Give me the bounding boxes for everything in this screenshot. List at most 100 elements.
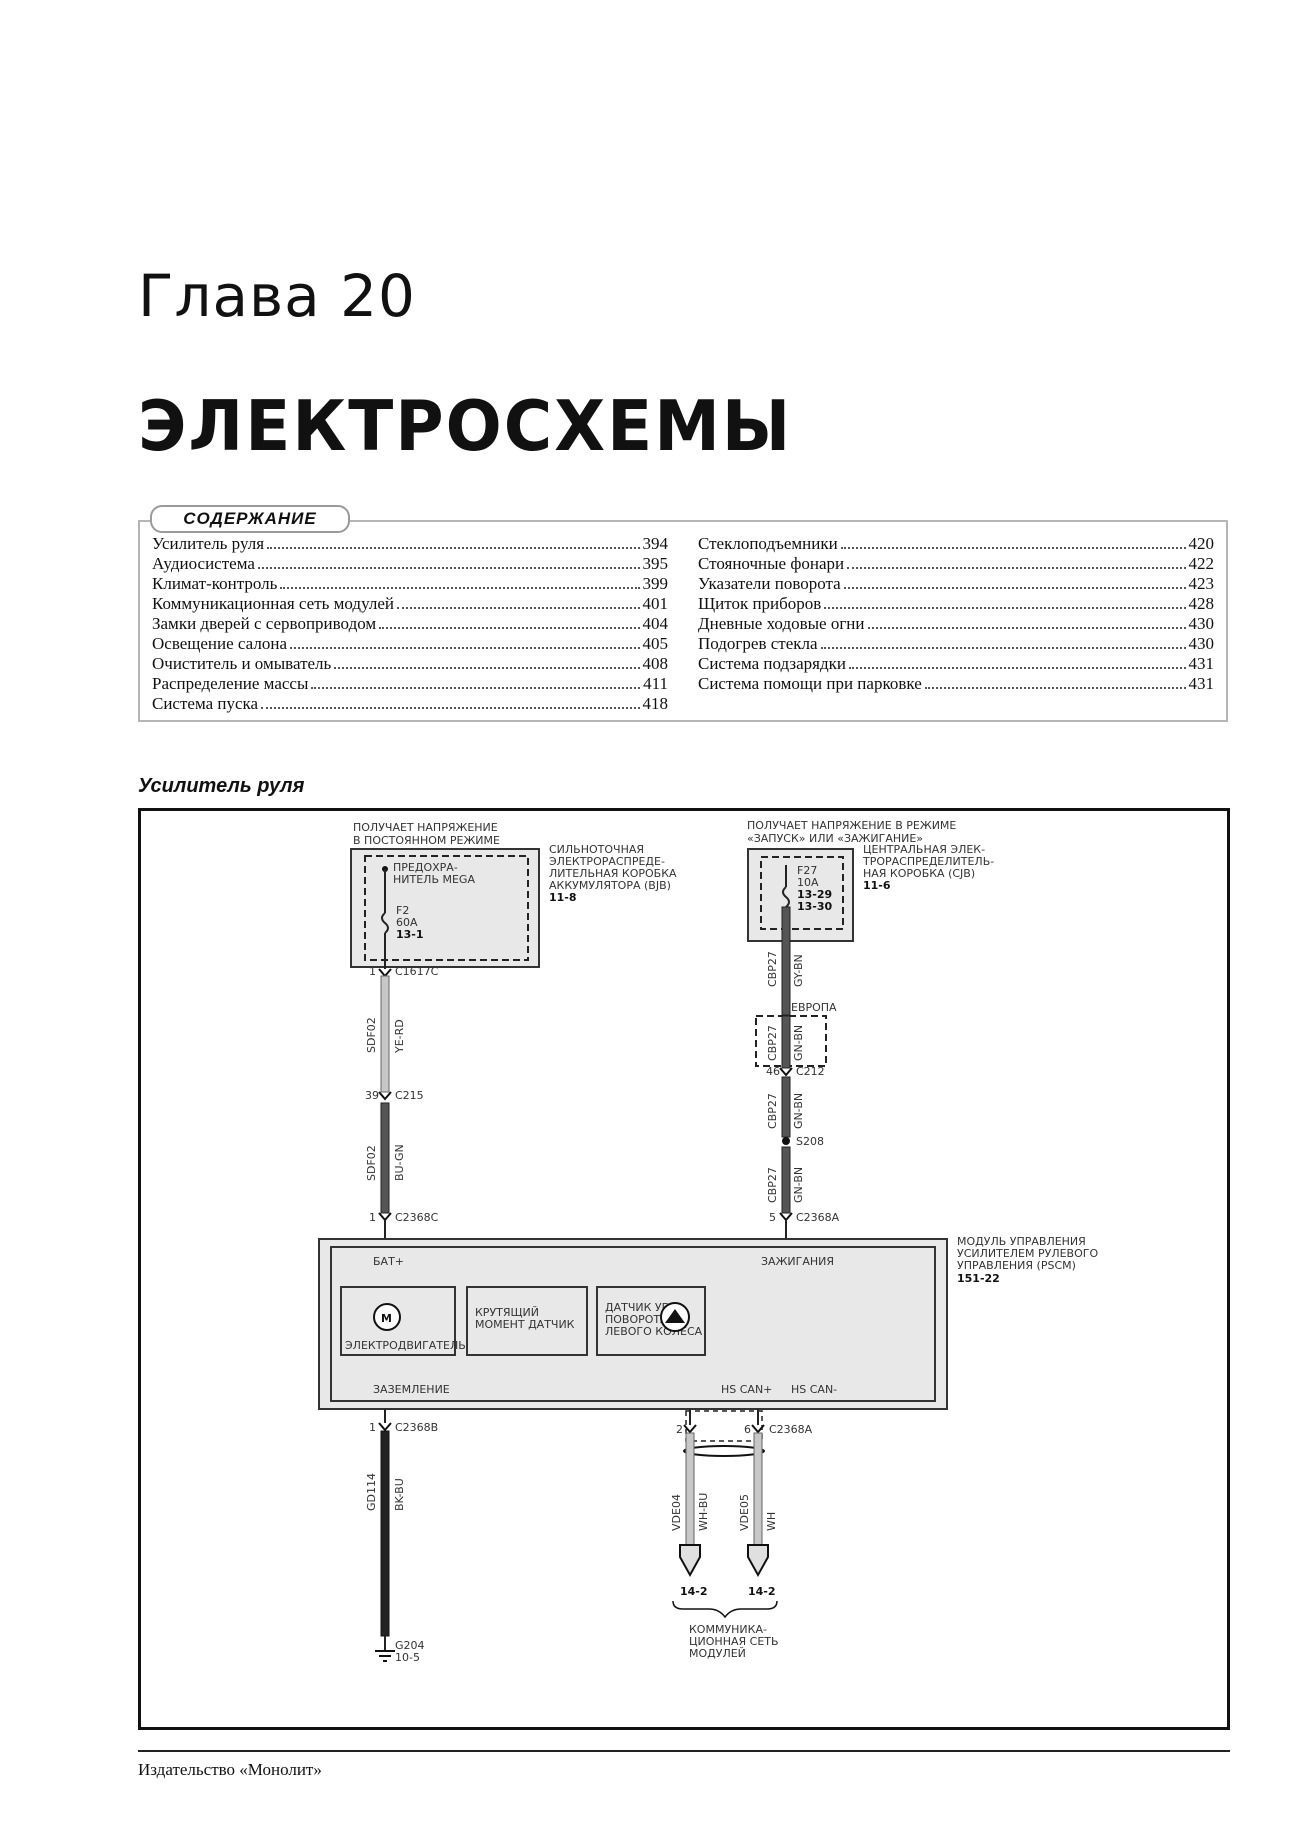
connector-icon <box>683 1424 697 1434</box>
toc-item-label: Система пуска <box>152 694 259 713</box>
toc-item[interactable]: Система подзарядки 431 <box>698 654 1214 674</box>
toc-leader <box>290 647 640 649</box>
f2-amp: 60A <box>396 916 418 929</box>
toc-leader <box>334 667 640 669</box>
toc-leader <box>848 667 1186 669</box>
toc-item-label: Система подзарядки <box>698 654 846 673</box>
c2368a-top-pin: 5 <box>769 1211 776 1224</box>
hs-can-minus-label: HS CAN- <box>791 1383 837 1396</box>
toc-item-page: 394 <box>642 534 669 553</box>
connector-icon <box>779 1212 793 1222</box>
toc-leader <box>379 627 640 629</box>
cjb-label-3: НАЯ КОРОБКА (CJB) <box>863 867 975 880</box>
section-heading: Усилитель руля <box>138 775 305 797</box>
c1617c-label: C1617C <box>395 965 439 978</box>
cbp27-a: CBP27 <box>766 951 779 987</box>
sensor-label-2: ПОВОРОТА <box>605 1313 668 1326</box>
toc-item-page: 431 <box>1188 654 1215 673</box>
c2368a-top-label: C2368A <box>796 1211 840 1224</box>
wiring-diagram-canvas: ПОЛУЧАЕТ НАПРЯЖЕНИЕ В ПОСТОЯННОМ РЕЖИМЕ … <box>318 819 1098 1664</box>
wire-gy-bn <box>781 906 791 1016</box>
toc-item[interactable]: Освещение салона 405 <box>152 634 668 654</box>
toc-item-label: Распределение массы <box>152 674 309 693</box>
gy-bn-label: GY-BN <box>792 954 805 987</box>
wire-gn-bn-b <box>781 1076 791 1138</box>
toc-item-page: 422 <box>1188 554 1215 573</box>
motor-label: ЭЛЕКТРОДВИГАТЕЛЬ <box>345 1339 466 1352</box>
c2368b-pin: 1 <box>369 1421 376 1434</box>
wire-wh-bu <box>685 1432 695 1546</box>
c212-label: C212 <box>796 1065 825 1078</box>
wh-label: WH <box>765 1512 778 1531</box>
cjb-box <box>747 848 854 942</box>
toc-item-page: 430 <box>1188 634 1215 653</box>
motor-icon <box>373 1303 401 1331</box>
toc-leader <box>257 567 640 569</box>
bat-label: БАТ+ <box>373 1255 404 1268</box>
g204-label: G204 <box>395 1639 425 1652</box>
cjb-label-2: ТРОРАСПРЕДЕЛИТЕЛЬ- <box>862 855 994 868</box>
ignition-label: ЗАЖИГАНИЯ <box>761 1255 834 1268</box>
bjb-box <box>350 848 540 968</box>
f2-ref: 13-1 <box>396 928 424 941</box>
toc-item-page: 420 <box>1188 534 1215 553</box>
bjb-label-4: АККУМУЛЯТОРА (BJB) <box>549 879 671 892</box>
toc-leader <box>261 707 640 709</box>
toc-item-page: 405 <box>642 634 669 653</box>
toc-leader <box>843 587 1186 589</box>
connector-icon <box>779 1067 793 1077</box>
toc-item[interactable]: Стояночные фонари 422 <box>698 554 1214 574</box>
vde04-label: VDE04 <box>670 1494 683 1531</box>
toc-item-page: 430 <box>1188 614 1215 633</box>
toc-item-label: Климат-контроль <box>152 574 278 593</box>
wire-bu-gn <box>380 1102 390 1214</box>
cjb-ref: 11-6 <box>863 879 891 892</box>
pscm-label-1: МОДУЛЬ УПРАВЛЕНИЯ <box>957 1235 1086 1248</box>
bu-gn-label: BU-GN <box>393 1144 406 1181</box>
toc-leader <box>280 587 640 589</box>
connector-icon <box>378 1422 392 1432</box>
f27-amp: 10A <box>797 876 819 889</box>
left-supply-label-2: В ПОСТОЯННОМ РЕЖИМЕ <box>353 834 500 847</box>
mega-label-1: ПРЕДОХРА- <box>393 861 458 874</box>
toc-item-label: Стояночные фонари <box>698 554 845 573</box>
toc-leader <box>824 607 1186 609</box>
connector-icon <box>378 968 392 978</box>
torque-sensor-box <box>466 1286 588 1356</box>
gn-bn-label-c: GN-BN <box>792 1167 805 1203</box>
toc-item[interactable]: Подогрев стекла 430 <box>698 634 1214 654</box>
c2368c-pin: 1 <box>369 1211 376 1224</box>
bjb-label-2: ЭЛЕКТРОРАСПРЕДЕ- <box>549 855 665 868</box>
toc-leader <box>267 547 640 549</box>
toc-item-label: Указатели поворота <box>698 574 841 593</box>
table-of-contents <box>138 520 1228 722</box>
toc-item-label: Подогрев стекла <box>698 634 818 653</box>
left-supply-label-1: ПОЛУЧАЕТ НАПРЯЖЕНИЕ <box>353 821 498 834</box>
toc-leader <box>840 547 1186 549</box>
right-supply-label-2: «ЗАПУСК» ИЛИ «ЗАЖИГАНИЕ» <box>747 832 923 845</box>
twisted-pair-icon <box>683 1445 765 1457</box>
toc-leader <box>396 607 640 609</box>
mega-label-2: НИТЕЛЬ MEGA <box>393 873 475 886</box>
toc-item-label: Освещение салона <box>152 634 287 653</box>
net-label-1: КОММУНИКА- <box>689 1623 767 1636</box>
hs-can-plus-label: HS CAN+ <box>721 1383 772 1396</box>
c2368b-label: C2368B <box>395 1421 438 1434</box>
cbp27-d: CBP27 <box>766 1167 779 1203</box>
f2-label: F2 <box>396 904 409 917</box>
europe-label: ЕВРОПА <box>791 1001 837 1014</box>
